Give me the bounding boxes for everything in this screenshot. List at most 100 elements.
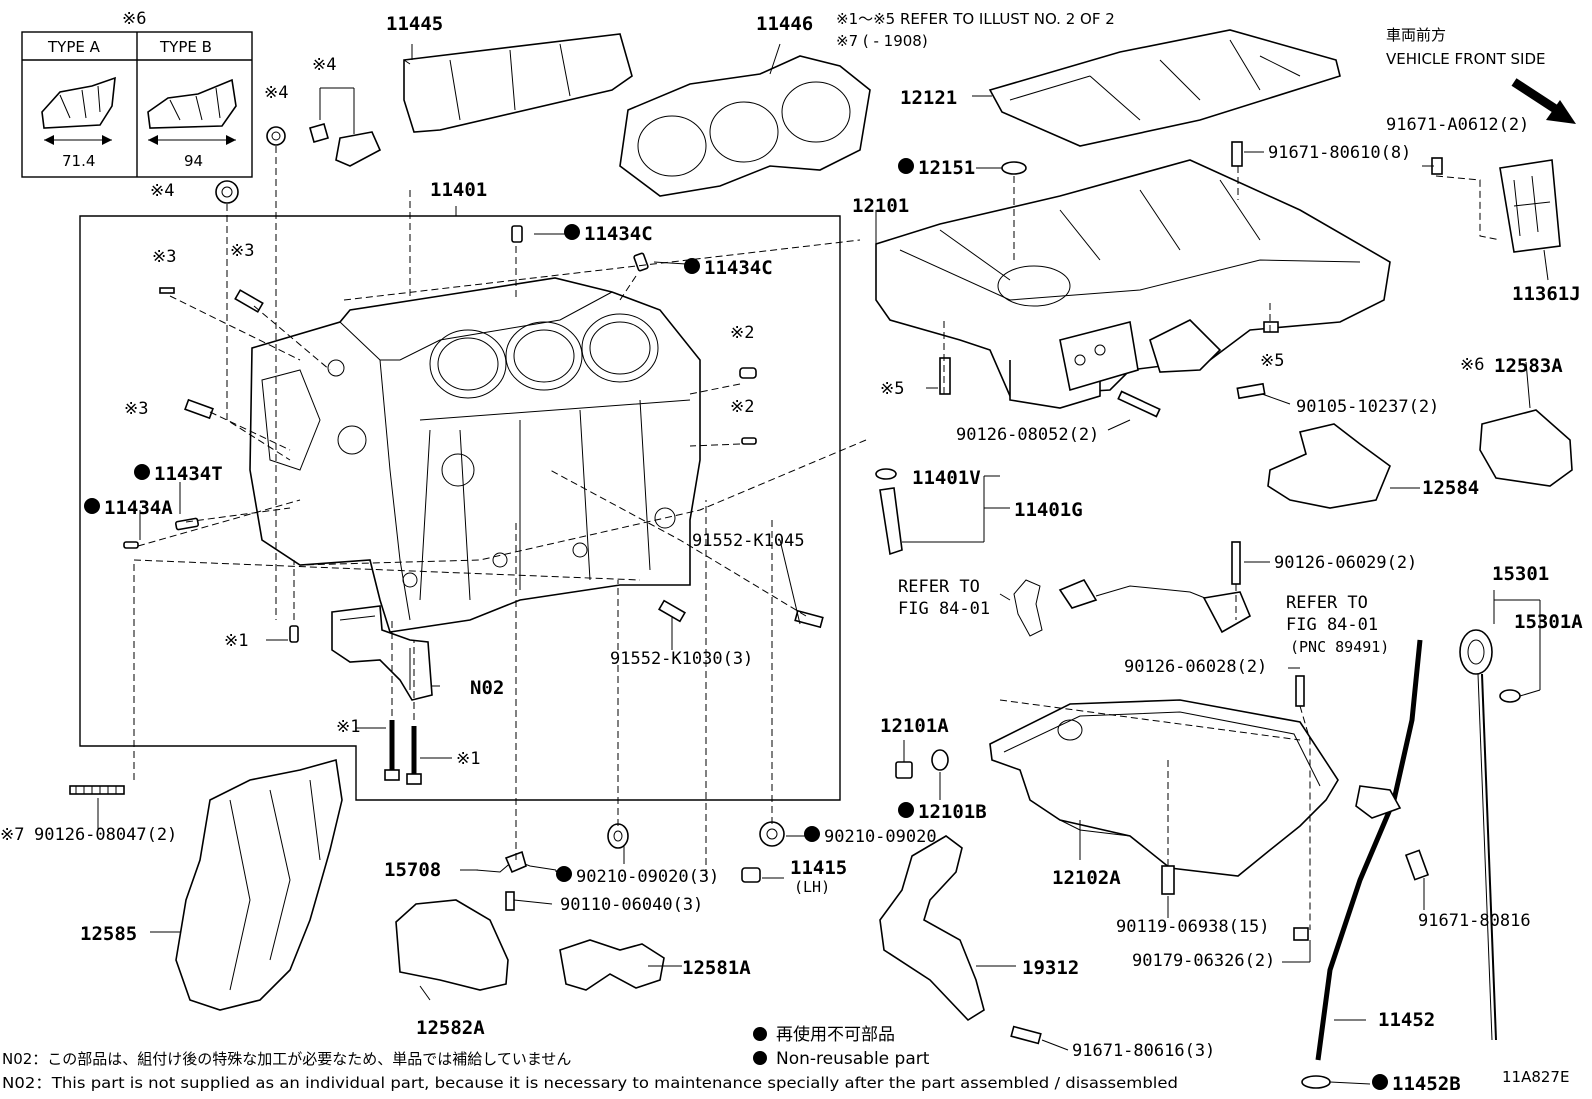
mark-1-bolt-left: ※1 (336, 717, 360, 737)
footnote-n02-jp: N02：この部品は、組付け後の特殊な加工が必要なため、単品では補給していません (2, 1050, 571, 1068)
oil-pan-gasket-drawing (988, 29, 1341, 147)
type-a-pad-shape (41, 76, 116, 129)
non-reusable-dot (898, 158, 914, 174)
label-90119-06938: 90119-06938(15) (1116, 917, 1270, 937)
mark-3-bolt-upper: ※3 (230, 241, 254, 261)
mark-3-bolt-lower: ※3 (124, 399, 148, 419)
mark-5-left: ※5 (880, 379, 904, 399)
type-table: ※6 TYPE A TYPE B 71.4 94 (21, 9, 253, 178)
plate-19312-drawing (879, 835, 985, 1022)
label-90110-06040: 90110-06040(3) (560, 895, 703, 915)
non-reusable-dot (564, 224, 580, 240)
lower-oil-pan-drawing (989, 699, 1339, 877)
label-12121: 12121 (900, 87, 957, 109)
non-reusable-dot (134, 464, 150, 480)
label-12101: 12101 (852, 195, 909, 217)
label-11445: 11445 (386, 13, 443, 35)
label-12582A: 12582A (416, 1017, 485, 1039)
type-table-mark: ※6 (122, 9, 146, 29)
label-90105-10237: 90105-10237(2) (1296, 397, 1439, 417)
mark-4-gasket-upper: ※4 (264, 83, 288, 103)
label-11452B: 11452B (1392, 1073, 1461, 1095)
upper-oil-pan-drawing (875, 159, 1391, 409)
insulator-12585-drawing (175, 758, 343, 1011)
figure-code: 11A827E (1502, 1068, 1569, 1086)
label-15301: 15301 (1492, 563, 1549, 585)
non-reusable-dot (556, 866, 572, 882)
label-90210-09020-3: 90210-09020(3) (576, 867, 719, 887)
refer-fig-2-pnc: (PNC 89491) (1290, 638, 1389, 656)
label-90179-06326: 90179-06326(2) (1132, 951, 1275, 971)
label-11434C-lower: 11434C (704, 257, 773, 279)
label-91671-80610: 91671-80610(8) (1268, 143, 1411, 163)
label-90126-08052: 90126-08052(2) (956, 425, 1099, 445)
label-12101A: 12101A (880, 715, 949, 737)
refer-fig-2-line1: REFER TO (1286, 593, 1368, 613)
mark-4-sensor: ※4 (312, 55, 336, 75)
vehicle-front-arrow-icon (1511, 78, 1576, 124)
type-b-label: TYPE B (159, 38, 212, 56)
label-11401V: 11401V (912, 467, 981, 489)
leader-lines (97, 43, 1549, 1085)
label-11434A: 11434A (104, 497, 173, 519)
mark-2-upper: ※2 (730, 323, 754, 343)
label-12151: 12151 (918, 157, 975, 179)
part-labels: 11445 11446 ※4 ※4 ※4 11401 11434C 11434C… (0, 13, 1583, 1095)
label-12101B: 12101B (918, 801, 987, 823)
label-12102A: 12102A (1052, 867, 1121, 889)
label-12583A: 12583A (1494, 355, 1563, 377)
mark-5-right: ※5 (1260, 351, 1284, 371)
label-11415: 11415 (790, 857, 847, 879)
mark-1-pin: ※1 (224, 631, 248, 651)
legend-dot-icon (753, 1027, 767, 1041)
mark-4-gasket-lower: ※4 (150, 181, 174, 201)
dipstick-guide-bracket-drawing (1355, 785, 1402, 819)
type-a-dimension: 71.4 (62, 152, 95, 170)
label-11446: 11446 (756, 13, 813, 35)
cylinder-block-drawing (249, 277, 701, 633)
baffle-11446-drawing (619, 55, 871, 197)
pad-12584-drawing (1267, 423, 1391, 509)
label-90210-09020: 90210-09020 (824, 827, 937, 847)
refer-note-2: ※7 ( - 1908) (836, 32, 928, 50)
mark-7: ※7 (0, 825, 24, 845)
label-19312: 19312 (1022, 957, 1079, 979)
type-b-pad-shape (147, 78, 237, 129)
label-91671-A0612: 91671-A0612(2) (1386, 115, 1529, 135)
label-N02: N02 (470, 677, 504, 699)
label-11401G: 11401G (1014, 499, 1083, 521)
mark-3-pin: ※3 (152, 247, 176, 267)
non-reusable-dot (898, 802, 914, 818)
cover-11445-drawing (403, 33, 633, 133)
dipstick-guide-drawing (1315, 639, 1423, 1061)
label-15301A: 15301A (1514, 611, 1583, 633)
label-11401: 11401 (430, 179, 487, 201)
legend-dot-icon (753, 1051, 767, 1065)
label-90126-08047: 90126-08047(2) (34, 825, 177, 845)
label-11434T: 11434T (154, 463, 223, 485)
label-91671-80816: 91671-80816 (1418, 911, 1531, 931)
vehicle-front-jp: 車両前方 (1386, 26, 1446, 44)
plate-11361J-drawing (1499, 159, 1561, 253)
hardware-items (69, 123, 1443, 1089)
non-reusable-dot (84, 498, 100, 514)
label-91552-K1030: 91552-K1030(3) (610, 649, 753, 669)
legend-non-reusable-jp: 再使用不可部品 (776, 1024, 895, 1045)
type-a-label: TYPE A (47, 38, 101, 56)
mark-1-bolt-right: ※1 (456, 749, 480, 769)
label-15708: 15708 (384, 859, 441, 881)
pad-12583A-drawing (1479, 409, 1573, 487)
footnote-n02-en: N02：This part is not supplied as an indi… (2, 1074, 1178, 1092)
dipstick-drawing (1459, 629, 1521, 1041)
label-91552-K1045: 91552-K1045 (692, 531, 805, 551)
label-11452: 11452 (1378, 1009, 1435, 1031)
label-12585: 12585 (80, 923, 137, 945)
non-reusable-dot (684, 258, 700, 274)
cylinder-block-group-frame (79, 215, 841, 801)
label-90126-06028: 90126-06028(2) (1124, 657, 1267, 677)
pad-12582A-drawing (395, 899, 509, 991)
pad-12581A-drawing (559, 939, 665, 991)
label-11415-lh: (LH) (794, 878, 830, 896)
label-12581A: 12581A (682, 957, 751, 979)
non-reusable-dot (804, 826, 820, 842)
